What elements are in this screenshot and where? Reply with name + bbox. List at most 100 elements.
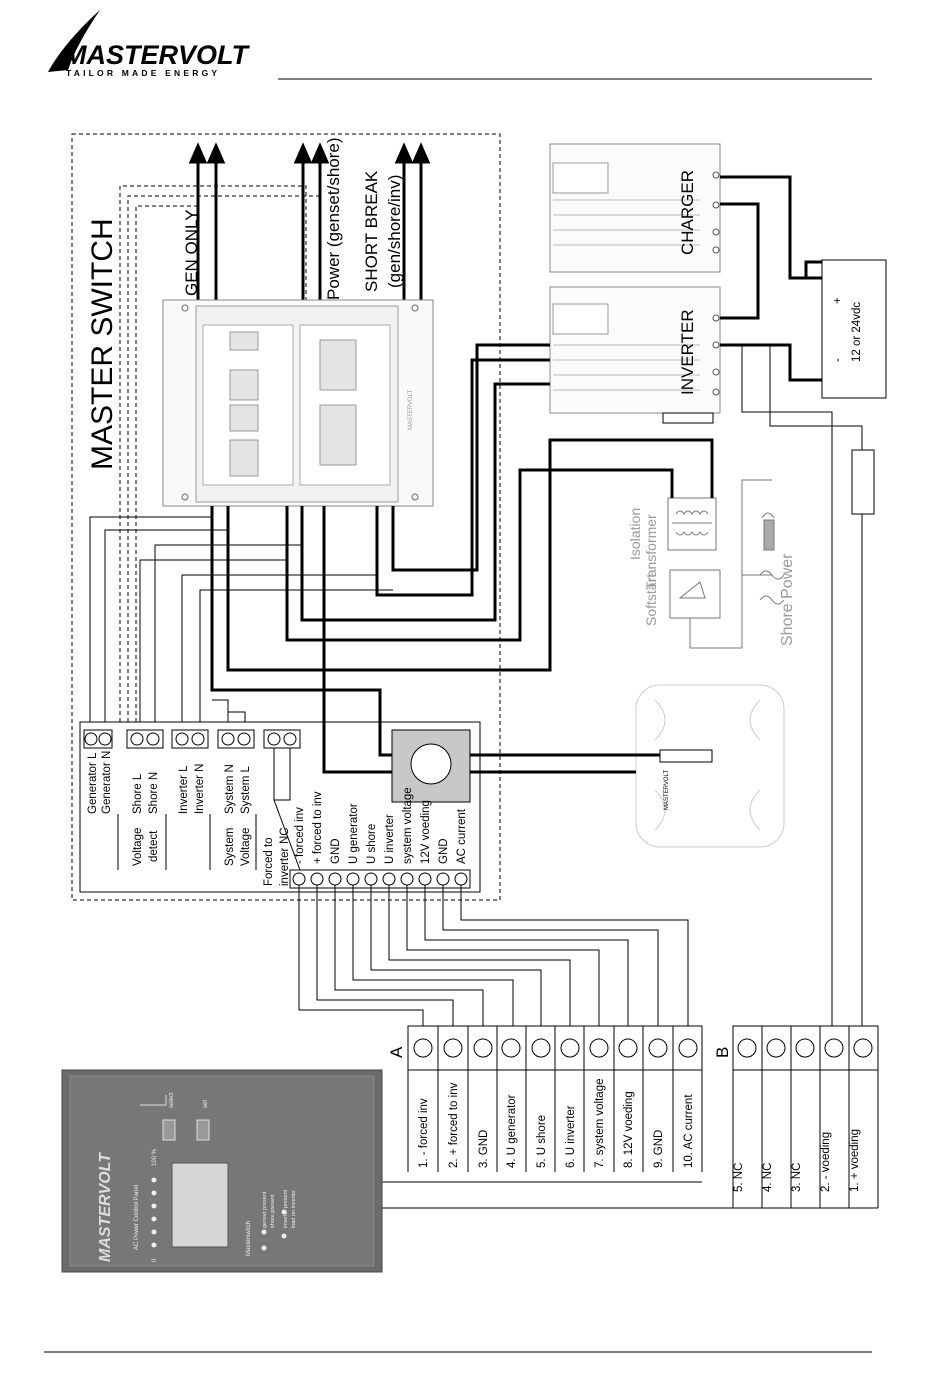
bottom-terminals: - forced inv + forced to inv GND U gener…	[289, 787, 471, 889]
panel-brand: MASTERVOLT	[97, 1152, 114, 1262]
terminal-shore-n: Shore N	[148, 772, 160, 814]
ms-terminal-10: AC current	[456, 808, 468, 864]
voltage-detect-label-2: detect	[148, 830, 160, 862]
ms-terminal-7: system voltage	[402, 787, 414, 864]
terminal-system-l: System L	[240, 765, 252, 814]
current-sensor-ring	[410, 743, 452, 785]
panel-scale-0: 0	[152, 1258, 158, 1262]
block-a-item-5: 5. U shore	[536, 1115, 548, 1168]
nc-label: NC	[279, 827, 291, 844]
battery-plus: +	[832, 297, 844, 304]
master-switch-enclosure	[71, 133, 501, 901]
panel-legend-load: load on inverter	[291, 1190, 297, 1228]
isolation-label-1: Isolation	[627, 508, 643, 560]
remote-panel-brand: MASTERVOLT	[664, 770, 670, 810]
terminal-generator-n: Generator N	[101, 751, 113, 814]
battery: + - 12 or 24vdc	[821, 259, 887, 399]
shore-power-label: Shore Power	[779, 553, 796, 646]
terminal-inverter-l: Inverter L	[178, 765, 190, 814]
block-b-item-4: 4. NC	[762, 1163, 774, 1192]
ms-terminal-2: + forced to inv	[312, 791, 324, 864]
fuse	[851, 449, 875, 515]
block-a-item-1: 1. - forced inv	[418, 1098, 430, 1168]
ms-terminal-5: U shore	[366, 824, 378, 864]
sense-wires	[89, 516, 393, 722]
block-b-letter: B	[713, 1047, 732, 1058]
top-terminals	[83, 729, 301, 749]
panel-set-label: set	[203, 1100, 209, 1108]
select-button	[162, 1119, 176, 1141]
block-a-item-10: 10. AC current	[683, 1094, 695, 1168]
group-brackets	[117, 748, 301, 871]
output-arrows	[188, 142, 431, 300]
block-a-item-6: 6. U inverter	[565, 1105, 577, 1168]
block-b-item-5: 5. NC	[733, 1163, 745, 1192]
logo-wordmark: MASTERVOLT	[64, 40, 250, 70]
power-wiring	[210, 343, 714, 774]
terminal-block-a: A 1. - forced inv 2. + forced to inv 3. …	[387, 1025, 703, 1172]
block-a-item-7: 7. system voltage	[594, 1079, 606, 1168]
battery-minus: -	[832, 358, 844, 362]
battery-voltage-label: 12 or 24vdc	[851, 302, 863, 362]
panel-masterswitch-label: Masterswitch	[246, 1221, 252, 1256]
panel-legend-genset: genset present	[262, 1191, 268, 1228]
isolation-label-2: Transformer	[643, 514, 659, 590]
ac-power-control-panel: AC Power Control Panel select set 0 100 …	[61, 1069, 383, 1273]
block-b-item-2: 2. - voeding	[820, 1132, 832, 1192]
logo-swoosh-icon	[48, 10, 100, 72]
remote-panel-device	[635, 684, 785, 848]
panel-select-label: select	[169, 1092, 175, 1108]
softstart-label: Softstart	[643, 574, 659, 626]
block-a-item-9: 9. GND	[653, 1130, 665, 1168]
isolation-transformer	[667, 479, 785, 649]
block-b-item-1: 1. + voeding	[849, 1129, 861, 1192]
control-cable	[298, 885, 689, 1040]
label-power-genset-shore: Power (genset/shore)	[324, 137, 343, 300]
supply-wires	[741, 345, 863, 1040]
logo-tagline: TAILOR MADE ENERGY	[66, 68, 220, 78]
panel-legend-shore: shore present	[270, 1194, 276, 1228]
ms-terminal-8: 12V voeding	[420, 800, 432, 864]
terminal-generator-l: Generator L	[87, 752, 99, 814]
terminal-block-b: B 5. NC 4. NC 3. NC 2. - voeding 1. + vo…	[713, 1025, 879, 1208]
block-a-item-4: 4. U generator	[506, 1094, 518, 1168]
set-button	[196, 1119, 210, 1141]
charger-device: CHARGER	[549, 143, 721, 273]
label-short-break-detail: (gen/shore/inv)	[385, 175, 404, 288]
block-a-item-2: 2. + forced to inv	[448, 1082, 460, 1168]
ms-terminal-1: - forced inv	[294, 807, 306, 864]
charger-label: CHARGER	[678, 170, 697, 255]
panel-scale-100: 100 %	[152, 1148, 158, 1166]
system-voltage-label-1: System	[224, 828, 236, 866]
block-a-item-8: 8. 12V voeding	[623, 1091, 635, 1168]
terminal-shore-l: Shore L	[132, 773, 144, 814]
forced-label-1: Forced to	[263, 837, 275, 886]
top-terminal-labels: Generator L Generator N Shore L Shore N …	[87, 751, 291, 886]
ms-terminal-6: U inverter	[384, 814, 396, 864]
forced-label-2: inverter	[279, 847, 291, 886]
master-switch-title: MASTER SWITCH	[86, 218, 119, 470]
label-short-break: SHORT BREAK	[362, 170, 381, 292]
label-gen-only: GEN ONLY	[182, 209, 201, 296]
terminal-system-n: System N	[224, 764, 236, 814]
battery-cables	[720, 175, 822, 382]
panel-cables	[380, 1181, 878, 1209]
ms-terminal-3: GND	[330, 838, 342, 864]
mastervolt-logo: MASTERVOLT TAILOR MADE ENERGY	[48, 10, 250, 78]
system-voltage-label-2: Voltage	[240, 828, 252, 866]
ms-terminal-4: U generator	[348, 803, 360, 864]
master-switch-terminal-board	[79, 721, 481, 893]
inverter-device: INVERTER	[549, 286, 721, 424]
panel-title: AC Power Control Panel	[134, 1185, 140, 1250]
master-switch-device: MASTERVOLT	[162, 299, 434, 507]
device-logo: MASTERVOLT	[408, 390, 414, 430]
terminal-inverter-n: Inverter N	[194, 764, 206, 815]
block-b-item-3: 3. NC	[791, 1163, 803, 1192]
block-a-letter: A	[387, 1046, 406, 1058]
ms-terminal-9: GND	[438, 838, 450, 864]
panel-legend-inverter: inverter present	[283, 1189, 289, 1228]
inverter-label: INVERTER	[678, 309, 697, 395]
voltage-detect-label-1: Voltage	[132, 828, 144, 866]
block-a-item-3: 3. GND	[478, 1130, 490, 1168]
